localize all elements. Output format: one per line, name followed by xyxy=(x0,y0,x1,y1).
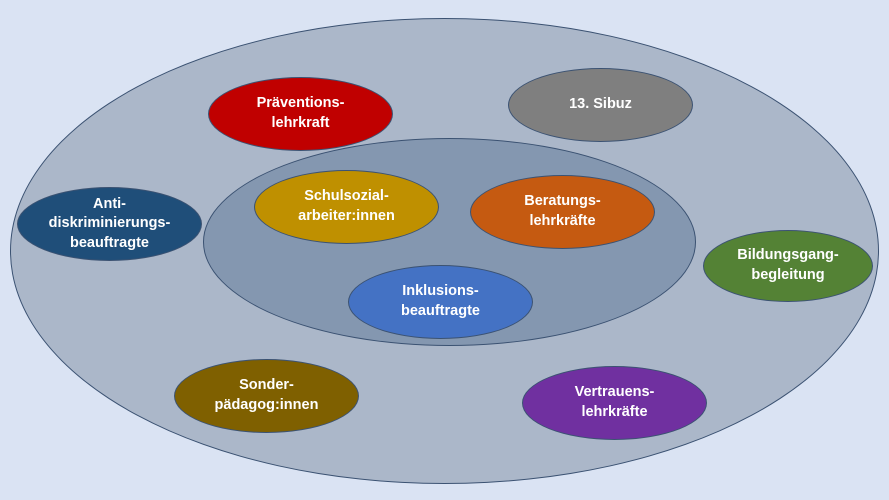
node-antidiskriminierungsbeauftragte: Anti- diskriminierungs- beauftragte xyxy=(17,187,202,261)
node-praeventionslehrkraft: Präventions- lehrkraft xyxy=(208,77,393,151)
node-beratungslehrkraefte: Beratungs- lehrkräfte xyxy=(470,175,655,249)
node-bildungsgangbegleitung: Bildungsgang- begleitung xyxy=(703,230,873,302)
node-sibuz: 13. Sibuz xyxy=(508,68,693,142)
node-vertrauenslehrkraefte: Vertrauens- lehrkräfte xyxy=(522,366,707,440)
node-schulsozialarbeiter: Schulsozial- arbeiter:innen xyxy=(254,170,439,244)
node-sonderpaedagogen: Sonder- pädagog:innen xyxy=(174,359,359,433)
node-inklusionsbeauftragte: Inklusions- beauftragte xyxy=(348,265,533,339)
